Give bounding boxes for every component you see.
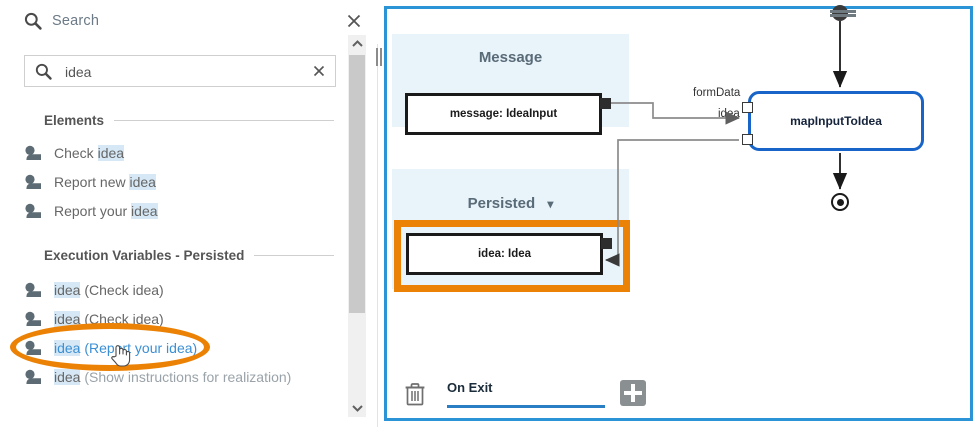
user-task-icon <box>24 174 44 190</box>
list-item-label: idea (Show instructions for realization) <box>54 369 291 385</box>
chevron-down-icon[interactable] <box>348 399 366 417</box>
diagram-bottom-toolbar: On Exit <box>392 374 968 414</box>
output-port[interactable] <box>600 98 611 109</box>
search-panel-title: Search <box>52 13 100 29</box>
scrollbar-thumb[interactable] <box>349 55 365 313</box>
input-port-idea[interactable] <box>742 134 753 145</box>
search-panel: Search <box>0 0 382 427</box>
label-match: idea <box>131 203 158 219</box>
port-label-idea: idea <box>718 108 740 120</box>
trash-icon[interactable] <box>404 382 426 406</box>
user-task-icon <box>24 311 44 327</box>
label-prefix: Report your <box>54 203 132 219</box>
chevron-down-icon[interactable]: ▾ <box>547 197 554 211</box>
panel-splitter-handle[interactable] <box>374 48 384 66</box>
group-header-execution-variables: Execution Variables - Persisted <box>44 246 334 264</box>
list-item[interactable]: Report your idea <box>24 200 334 222</box>
divider <box>254 254 334 256</box>
data-object-message-ideainput[interactable]: message: IdeaInput <box>405 93 602 135</box>
search-icon <box>35 63 52 80</box>
divider <box>114 119 334 121</box>
list-item[interactable]: Report new idea <box>24 171 334 193</box>
label-match: idea <box>54 311 81 327</box>
lane-title-text: Persisted <box>467 195 536 212</box>
group-header-elements: Elements <box>44 111 334 129</box>
list-item-label: Report new idea <box>54 174 156 190</box>
user-task-icon <box>24 340 44 356</box>
label-suffix: (Check idea) <box>80 311 164 327</box>
user-task-icon <box>24 145 44 161</box>
chevron-up-icon[interactable] <box>348 35 366 53</box>
user-task-icon <box>24 282 44 298</box>
tab-on-exit-label: On Exit <box>447 380 493 395</box>
list-item[interactable]: idea (Show instructions for realization) <box>24 366 334 388</box>
list-item[interactable]: idea (Check idea) <box>24 308 334 330</box>
search-icon <box>24 12 42 30</box>
label-suffix: (Check idea) <box>80 282 164 298</box>
task-mapinputtoidea[interactable]: mapInputToIdea <box>748 91 924 151</box>
lane-title-persisted: Persisted ▾ <box>392 195 629 212</box>
label-suffix: (Report your idea) <box>80 340 198 356</box>
tab-on-exit[interactable]: On Exit <box>447 380 605 408</box>
list-item-label: idea (Check idea) <box>54 311 164 327</box>
data-object-idea[interactable]: idea: Idea <box>406 233 603 275</box>
user-task-icon <box>24 203 44 219</box>
label-match: idea <box>97 145 125 161</box>
list-item-label: idea (Report your idea) <box>54 340 197 356</box>
input-port-formdata[interactable] <box>742 102 753 113</box>
plus-icon[interactable] <box>620 380 646 406</box>
output-port[interactable] <box>601 238 612 249</box>
group-label: Elements <box>44 112 105 128</box>
close-icon[interactable] <box>344 11 364 31</box>
label-match: idea <box>129 174 156 190</box>
group-label: Execution Variables - Persisted <box>44 247 245 263</box>
label-match: idea <box>54 282 81 298</box>
tab-active-underline <box>447 405 605 408</box>
label-match: idea <box>54 369 81 385</box>
list-item[interactable]: Check idea <box>24 142 334 164</box>
panel-scrollbar[interactable] <box>348 35 366 417</box>
search-input-box[interactable] <box>24 55 336 88</box>
label-prefix: Check <box>54 145 98 161</box>
label-suffix: (Show instructions for realization) <box>80 369 292 385</box>
label-prefix: Report new <box>54 174 130 190</box>
list-item[interactable]: idea (Check idea) <box>24 279 334 301</box>
user-task-icon <box>24 369 44 385</box>
lane-title-message: Message <box>478 49 543 66</box>
resize-grip-handle[interactable] <box>830 9 856 18</box>
label-match: idea <box>54 340 81 356</box>
search-panel-header: Search <box>0 0 378 44</box>
clear-icon[interactable] <box>311 63 327 79</box>
search-input[interactable] <box>63 56 317 88</box>
list-item-label: Report your idea <box>54 203 158 219</box>
end-event-node[interactable] <box>831 193 849 211</box>
port-label-formdata: formData <box>693 87 741 99</box>
start-event-node[interactable] <box>832 5 848 21</box>
list-item-label: Check idea <box>54 145 125 161</box>
list-item-label: idea (Check idea) <box>54 282 164 298</box>
list-item-selected[interactable]: idea (Report your idea) <box>24 337 334 359</box>
diagram-panel: Message message: IdeaInput Persisted ▾ i… <box>384 5 973 421</box>
